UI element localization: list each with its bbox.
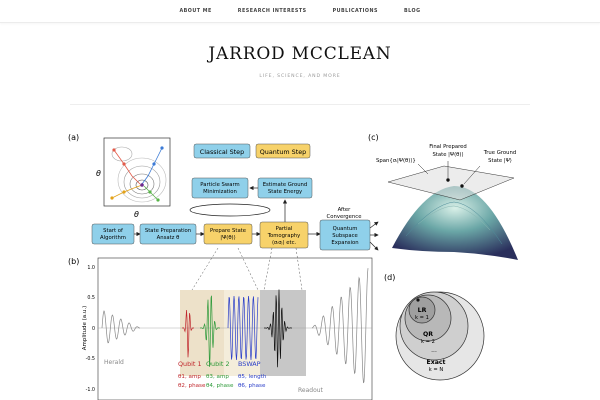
tomo-text-1: Partial (276, 226, 293, 232)
header-divider (70, 104, 530, 105)
est-text-2: State Energy (268, 189, 302, 195)
panel-d-label: (d) (384, 273, 395, 282)
span-label: Span{σᵢ|Ψ(θ)⟩} (376, 157, 416, 164)
q2-param-1: θ3, amp (206, 374, 229, 380)
final-state-2: State |Ψ(θ)⟩ (432, 151, 463, 158)
panel-a-label: (a) (68, 133, 79, 142)
start-text-2: Algorithm (100, 235, 126, 241)
prepare-text-2: |Ψ(θ)⟩ (220, 234, 235, 241)
ansatz-text-1: State Preparation (145, 228, 191, 234)
y-tick-2: 0.5 (87, 295, 95, 301)
waveform-plot (97, 247, 373, 400)
qr-k: k = 2 (421, 339, 435, 345)
qubit2-label: Qubit 2 (206, 360, 230, 368)
classical-step-text: Classical Step (200, 148, 244, 156)
exact-label: Exact (426, 359, 445, 366)
nav-research-interests[interactable]: RESEARCH INTERESTS (237, 8, 307, 14)
state-prep-ansatz-box (139, 223, 197, 245)
y-tick-5: -1.0 (86, 387, 95, 393)
start-algorithm-box (91, 223, 135, 245)
nav-about-me[interactable]: ABOUT ME (179, 8, 212, 14)
ansatz-text-2: Ansatz θ (157, 235, 180, 241)
after-text-2: Convergence (327, 214, 362, 220)
site-tagline: LIFE, SCIENCE, AND MORE (259, 74, 341, 79)
exact-k: k = N (429, 367, 444, 373)
readout-label: Readout (298, 387, 324, 394)
after-text-1: After (338, 207, 352, 213)
energy-surface (387, 161, 518, 260)
research-figure: (a) (b) (c) (d) θ θ Classical Step Quant… (62, 120, 538, 400)
qubit1-label: Qubit 1 (178, 360, 202, 368)
qse-text-2: Subspace (332, 233, 358, 239)
lr-k: k = 1 (415, 315, 429, 321)
panel-c-label: (c) (368, 133, 379, 142)
nav-blog[interactable]: BLOG (403, 8, 421, 14)
pso-text-1: Particle Swarm (200, 182, 239, 188)
prepare-text-1: Prepare State (210, 228, 246, 234)
classical-step-legend (193, 143, 251, 159)
true-state-2: State |Ψ⟩ (488, 157, 512, 164)
top-navigation-bar: ABOUT ME RESEARCH INTERESTS PUBLICATIONS… (0, 0, 600, 23)
theta-x-axis-label: θ (134, 210, 139, 219)
pso-text-2: Minimization (203, 189, 237, 195)
panel-b-label: (b) (68, 257, 79, 266)
final-state-1: Final Prepared (429, 144, 467, 150)
herald-label: Herald (104, 359, 124, 366)
particle-swarm-box (191, 177, 249, 199)
qr-label: QR (423, 331, 433, 338)
site-title[interactable]: JARROD MCCLEAN (208, 44, 392, 64)
prepare-state-box (203, 223, 253, 245)
est-text-1: Estimate Ground (263, 182, 308, 188)
quantum-step-legend (255, 143, 311, 159)
figure-svg: (a) (b) (c) (d) θ θ Classical Step Quant… (68, 133, 518, 400)
landscape-plot (103, 137, 171, 207)
bswap-param-1: θ5, length (238, 374, 267, 380)
quantum-step-text: Quantum Step (260, 148, 306, 156)
theta-y-axis-label: θ (96, 169, 101, 178)
true-state-1: True Ground (483, 150, 516, 156)
q2-param-2: θ4, phase (206, 383, 234, 389)
main-nav: ABOUT ME RESEARCH INTERESTS PUBLICATIONS… (0, 0, 600, 22)
lr-label: LR (418, 307, 427, 314)
estimate-energy-box (257, 177, 313, 199)
q1-param-1: θ1, amp (178, 374, 201, 380)
nav-publications[interactable]: PUBLICATIONS (332, 8, 378, 14)
qse-text-1: Quantum (333, 226, 358, 232)
qse-text-3: Expansion (331, 240, 358, 246)
partial-tomography-box (259, 221, 309, 249)
bswap-param-2: θ6, phase (238, 383, 266, 389)
y-tick-4: -0.5 (86, 356, 95, 362)
nested-circles (395, 291, 485, 381)
q1-param-2: θ2, phase (178, 383, 206, 389)
bswap-label: BSWAP (238, 360, 261, 368)
y-tick-1: 1.0 (87, 265, 95, 271)
start-text-1: Start of (103, 228, 123, 234)
tomo-text-2: Tomography (267, 233, 301, 239)
y-tick-3: 0 (92, 326, 95, 332)
ellipsis: ... (431, 347, 437, 354)
tomo-text-3: ⟨σᵢσⱼ⟩ etc. (272, 239, 297, 246)
amplitude-axis-label: Amplitude (a.u.) (82, 306, 88, 351)
